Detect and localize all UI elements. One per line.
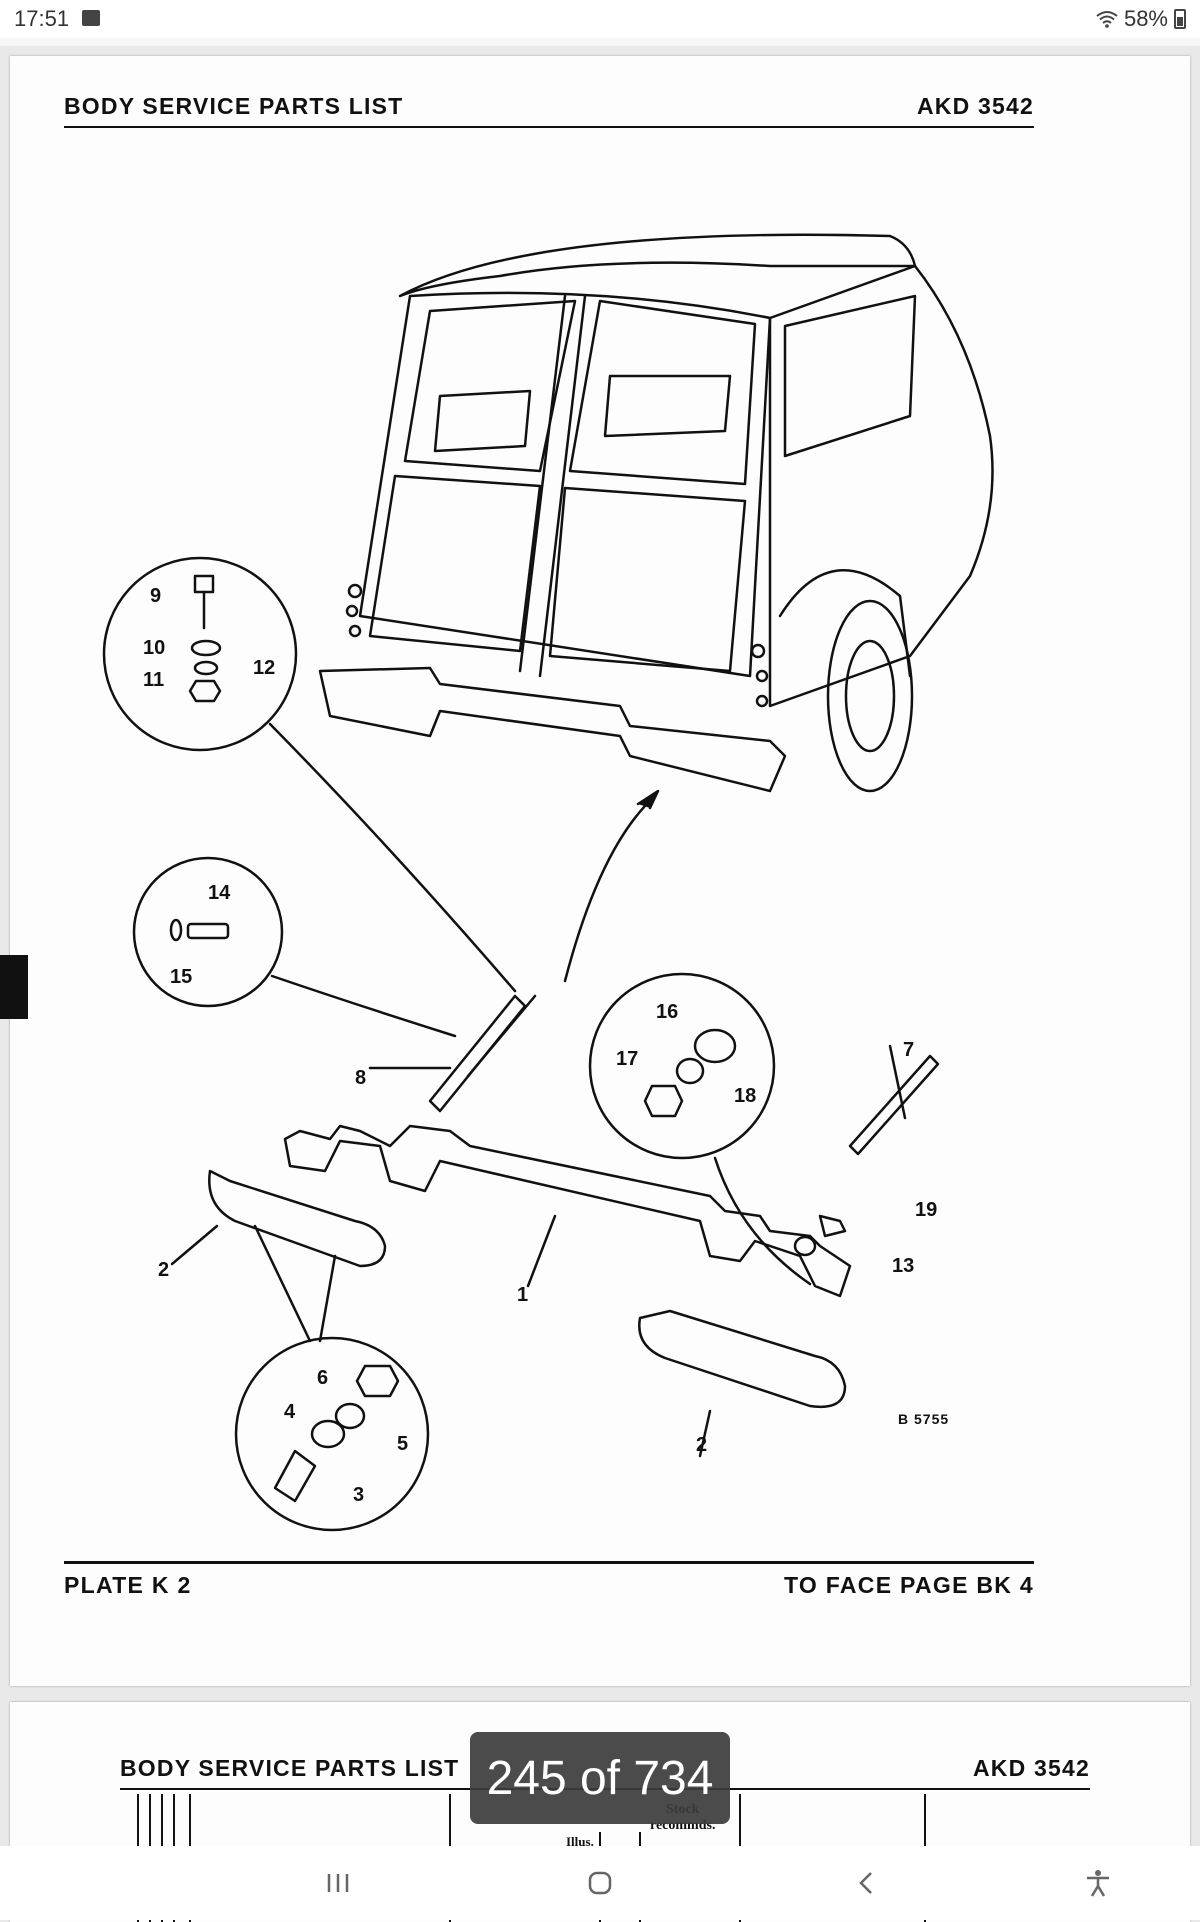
bumper-blade-left: [208, 1169, 387, 1268]
back-button[interactable]: [836, 1858, 896, 1908]
wifi-icon: [1096, 11, 1118, 28]
status-divider: [0, 38, 1200, 46]
status-right: 58%: [1096, 6, 1186, 32]
home-icon: [588, 1871, 612, 1895]
next-header-code: AKD 3542: [973, 1755, 1090, 1781]
car-rear-frame: [358, 291, 772, 678]
gallery-icon: [82, 10, 100, 26]
document-page[interactable]: BODY SERVICE PARTS LIST AKD 3542: [10, 56, 1190, 1686]
home-button[interactable]: [570, 1858, 630, 1908]
page-header: BODY SERVICE PARTS LIST AKD 3542: [64, 93, 1034, 128]
figure-reference: B 5755: [898, 1411, 950, 1427]
door-left-panel: [368, 474, 542, 653]
header-code: AKD 3542: [917, 93, 1034, 119]
car-roof: [398, 233, 917, 298]
bumper-stay-right: [848, 1054, 940, 1156]
recent-apps-icon: [327, 1874, 349, 1892]
callout-5: 5: [397, 1433, 408, 1455]
status-time: 17:51: [14, 6, 70, 31]
car-side: [768, 264, 994, 708]
plate-label: PLATE K 2: [64, 1572, 192, 1598]
callout-2b: 2: [696, 1434, 707, 1456]
callout-19: 19: [915, 1199, 937, 1221]
callout-13: 13: [892, 1255, 914, 1277]
navigation-bar: [0, 1846, 1200, 1920]
callout-10: 10: [143, 637, 165, 659]
callout-line-1: [526, 1214, 557, 1288]
detail-circle-blade: [234, 1336, 430, 1532]
page-footer: PLATE K 2 TO FACE PAGE BK 4: [64, 1561, 1034, 1604]
bumper-bar-bracket: [283, 1124, 852, 1298]
callout-2a: 2: [158, 1259, 169, 1281]
detail-circle-nut: [588, 972, 776, 1160]
battery-icon: [1174, 9, 1186, 29]
callout-14: 14: [208, 882, 231, 904]
callout-7: 7: [903, 1039, 914, 1061]
battery-percent: 58%: [1123, 6, 1168, 31]
status-bar: 17:51 58%: [0, 0, 1200, 38]
parts-illustration: 9 10 11 12 14 15 8 16 17 18 7 19 13 1 2 …: [102, 233, 994, 1532]
callout-12: 12: [253, 657, 275, 679]
rear-bumper: [318, 666, 787, 793]
scroll-indicator[interactable]: [0, 955, 28, 1019]
callout-16: 16: [656, 1001, 678, 1023]
callout-4: 4: [284, 1401, 296, 1423]
door-split: [538, 294, 587, 678]
callout-1: 1: [517, 1284, 528, 1306]
accessibility-icon: [1087, 1870, 1109, 1897]
page-counter: 245 of 734: [470, 1732, 730, 1824]
detail-circle-bolts: [102, 556, 298, 752]
door-right-panel: [548, 486, 747, 673]
callout-18: 18: [734, 1085, 756, 1107]
detail-circle-stay: [132, 856, 284, 1008]
callout-8: 8: [355, 1067, 366, 1089]
face-page-label: TO FACE PAGE BK 4: [783, 1572, 1034, 1598]
callout-9: 9: [150, 585, 161, 607]
callout-6: 6: [317, 1367, 328, 1389]
callout-11: 11: [143, 669, 164, 691]
callout-15: 15: [170, 966, 192, 988]
rear-window-right: [568, 299, 757, 486]
accessibility-button[interactable]: [1068, 1858, 1128, 1908]
callout-17: 17: [616, 1048, 638, 1070]
bumper-blade-right: [638, 1309, 847, 1409]
back-icon: [859, 1872, 872, 1894]
next-header-title: BODY SERVICE PARTS LIST: [120, 1755, 460, 1781]
bumper-stay-left: [428, 994, 527, 1113]
side-window: [783, 294, 917, 458]
illus-column-label: Illus.: [566, 1834, 594, 1849]
header-title: BODY SERVICE PARTS LIST: [64, 93, 404, 119]
rear-wheel: [826, 599, 914, 793]
callout-3: 3: [353, 1484, 364, 1506]
rear-window-left: [403, 299, 577, 473]
recent-apps-button[interactable]: [308, 1858, 368, 1908]
